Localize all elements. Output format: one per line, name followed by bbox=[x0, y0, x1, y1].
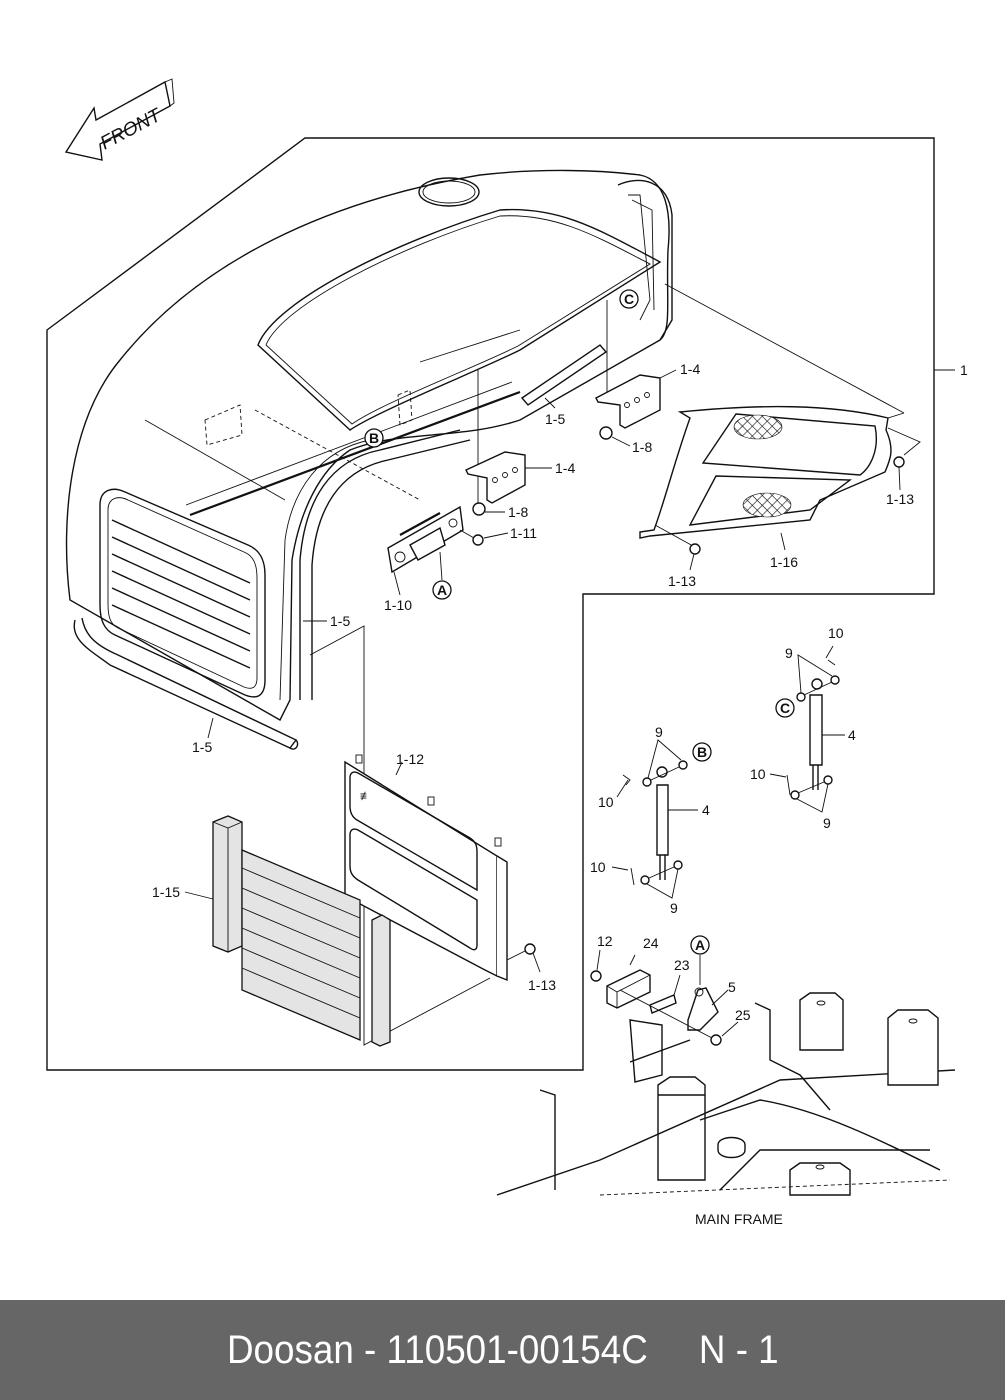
label-radiator-grill: 1-15 bbox=[152, 884, 180, 900]
label-bracket: 24 bbox=[643, 935, 659, 951]
label-washer-right-bottom: 9 bbox=[823, 815, 831, 831]
latch: 1-10 1-11 bbox=[384, 505, 537, 613]
label-seal-side: 1-5 bbox=[330, 613, 350, 629]
label-gas-spring-left: 4 bbox=[702, 802, 710, 818]
label-latch: 1-10 bbox=[384, 597, 412, 613]
assembly-label: 1 bbox=[960, 362, 968, 378]
label-nut-panel-left: 1-13 bbox=[668, 573, 696, 589]
callout-b-hood: B bbox=[364, 428, 384, 448]
front-arrow-icon: FRONT bbox=[64, 78, 175, 161]
hinge-upper: 1-4 1-8 bbox=[595, 300, 700, 455]
label-pin-left-bottom: 10 bbox=[590, 859, 606, 875]
callout-c-spring: C bbox=[775, 698, 795, 718]
label-bolt-upper: 1-8 bbox=[632, 439, 652, 455]
label-washer-left-top: 9 bbox=[655, 724, 663, 740]
seal-top: 1-5 bbox=[520, 344, 608, 427]
label-pin-right-bottom: 10 bbox=[750, 766, 766, 782]
engine-hood bbox=[65, 169, 673, 750]
main-frame-label: MAIN FRAME bbox=[695, 1211, 783, 1227]
svg-text:B: B bbox=[697, 744, 707, 760]
callout-a-latch: A bbox=[432, 580, 452, 600]
label-seal-top: 1-5 bbox=[545, 411, 565, 427]
parts-diagram: FRONT 1 bbox=[46, 78, 968, 1227]
label-nut-bracket: 12 bbox=[597, 933, 613, 949]
label-washer-right-top: 9 bbox=[785, 645, 793, 661]
footer-part-number: 110501-00154C bbox=[386, 1327, 648, 1372]
footer-bar: Doosan - 110501-00154C N - 1 bbox=[0, 1300, 1005, 1400]
seal-bottom: 1-5 bbox=[192, 717, 214, 755]
footer-page: N - 1 bbox=[698, 1327, 779, 1372]
label-nut-panel-right: 1-13 bbox=[886, 491, 914, 507]
seal-side: 1-5 bbox=[303, 613, 350, 629]
label-plate: 23 bbox=[674, 957, 690, 973]
side-panel: 1-13 1-13 1-16 bbox=[639, 283, 921, 589]
main-frame: MAIN FRAME bbox=[496, 992, 956, 1227]
label-hinge-upper: 1-4 bbox=[680, 361, 700, 377]
label-pin-left-top: 10 bbox=[598, 794, 614, 810]
label-screen-panel: 1-12 bbox=[396, 751, 424, 767]
label-pin-right-top: 10 bbox=[828, 625, 844, 641]
svg-text:B: B bbox=[369, 430, 379, 446]
footer-text: Doosan - 110501-00154C N - 1 bbox=[227, 1328, 779, 1373]
hood-louvre-grille bbox=[99, 488, 266, 698]
label-seal-bottom: 1-5 bbox=[192, 739, 212, 755]
footer-brand: Doosan bbox=[226, 1327, 354, 1372]
assembly-outline: 1 bbox=[46, 137, 968, 1071]
striker-assembly: 12 24 23 5 25 bbox=[590, 933, 751, 1046]
callout-c-hood: C bbox=[619, 289, 639, 309]
svg-text:A: A bbox=[437, 582, 447, 598]
label-nut-screen: 1-13 bbox=[528, 977, 556, 993]
callout-a-striker: A bbox=[690, 935, 710, 955]
label-hinge-lower: 1-4 bbox=[555, 460, 575, 476]
label-bolt-lower: 1-8 bbox=[508, 504, 528, 520]
label-gas-spring-right: 4 bbox=[848, 727, 856, 743]
radiator-grill: 1-15 bbox=[152, 815, 391, 1047]
label-washer-left-bottom: 9 bbox=[670, 900, 678, 916]
label-latch-bolt: 1-11 bbox=[510, 525, 537, 541]
gas-spring-left: 9 4 10 9 10 bbox=[590, 724, 710, 916]
callout-b-spring: B bbox=[692, 742, 712, 762]
footer-gap bbox=[647, 1328, 698, 1372]
hinge-lower: 1-4 1-8 bbox=[465, 370, 575, 520]
label-striker: 5 bbox=[728, 979, 736, 995]
svg-text:A: A bbox=[695, 937, 705, 953]
label-side-panel: 1-16 bbox=[770, 554, 798, 570]
svg-text:C: C bbox=[624, 291, 634, 307]
screen-panel: ≢ 1-12 1-13 bbox=[344, 751, 556, 993]
svg-text:C: C bbox=[780, 700, 790, 716]
footer-separator: - bbox=[353, 1327, 387, 1372]
mesh-mark: ≢ bbox=[360, 789, 372, 803]
gas-spring-right: 9 10 4 9 10 bbox=[750, 625, 856, 831]
label-bolt-striker: 25 bbox=[735, 1007, 751, 1023]
